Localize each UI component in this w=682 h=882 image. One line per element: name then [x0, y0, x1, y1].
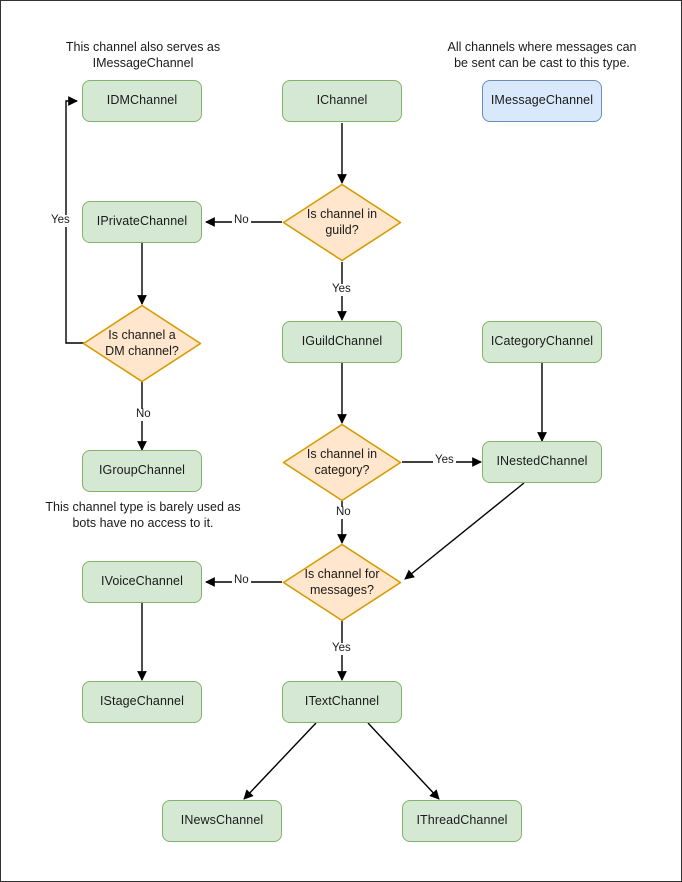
edge-label-guild-yes: Yes: [330, 283, 353, 296]
edge-itextchannel-to-ithreadchannel: [367, 722, 440, 800]
edge-label-messages-yes: Yes: [330, 642, 353, 655]
decision-label: Is channel a DM channel?: [105, 327, 179, 358]
node-ichannel[interactable]: IChannel: [282, 80, 402, 122]
diamond-shape: [282, 543, 402, 622]
node-igroupchannel[interactable]: IGroupChannel: [82, 450, 202, 492]
edge-label-messages-no: No: [232, 574, 251, 587]
edge-label-dm-yes: Yes: [49, 214, 72, 227]
node-iprivatechannel[interactable]: IPrivateChannel: [82, 201, 202, 243]
node-ithreadchannel[interactable]: IThreadChannel: [402, 800, 522, 842]
node-idmchannel[interactable]: IDMChannel: [82, 80, 202, 122]
edge-inestedchannel-to-dec-messages: [404, 482, 525, 580]
diamond-shape: [282, 423, 402, 502]
node-istagechannel[interactable]: IStageChannel: [82, 681, 202, 723]
note-group-channel: This channel type is barely used as bots…: [45, 500, 241, 531]
decision-label: Is channel in guild?: [306, 206, 378, 237]
diamond-shape: [82, 304, 202, 383]
decision-is-channel-for-messages[interactable]: Is channel for messages?: [282, 543, 402, 622]
node-ivoicechannel[interactable]: IVoiceChannel: [82, 561, 202, 603]
decision-is-channel-in-category[interactable]: Is channel in category?: [282, 423, 402, 502]
decision-is-channel-a-dm-channel[interactable]: Is channel a DM channel?: [82, 304, 202, 383]
note-dm-channel: This channel also serves as IMessageChan…: [65, 40, 221, 71]
edge-label-category-no: No: [334, 506, 353, 519]
edge-label-dm-no: No: [134, 408, 153, 421]
node-inewschannel[interactable]: INewsChannel: [162, 800, 282, 842]
decision-is-channel-in-guild[interactable]: Is channel in guild?: [282, 183, 402, 262]
node-itextchannel[interactable]: ITextChannel: [282, 681, 402, 723]
node-icategorychannel[interactable]: ICategoryChannel: [482, 321, 602, 363]
node-inestedchannel[interactable]: INestedChannel: [482, 441, 602, 483]
decision-label: Is channel in category?: [306, 446, 378, 477]
decision-label: Is channel for messages?: [304, 566, 380, 597]
note-message-channel: All channels where messages can be sent …: [447, 40, 637, 71]
diamond-shape: [282, 183, 402, 262]
node-imessagechannel[interactable]: IMessageChannel: [482, 80, 602, 122]
edge-label-guild-no: No: [232, 214, 251, 227]
edge-itextchannel-to-inewschannel: [243, 722, 317, 800]
edge-label-category-yes: Yes: [433, 454, 456, 467]
node-iguildchannel[interactable]: IGuildChannel: [282, 321, 402, 363]
